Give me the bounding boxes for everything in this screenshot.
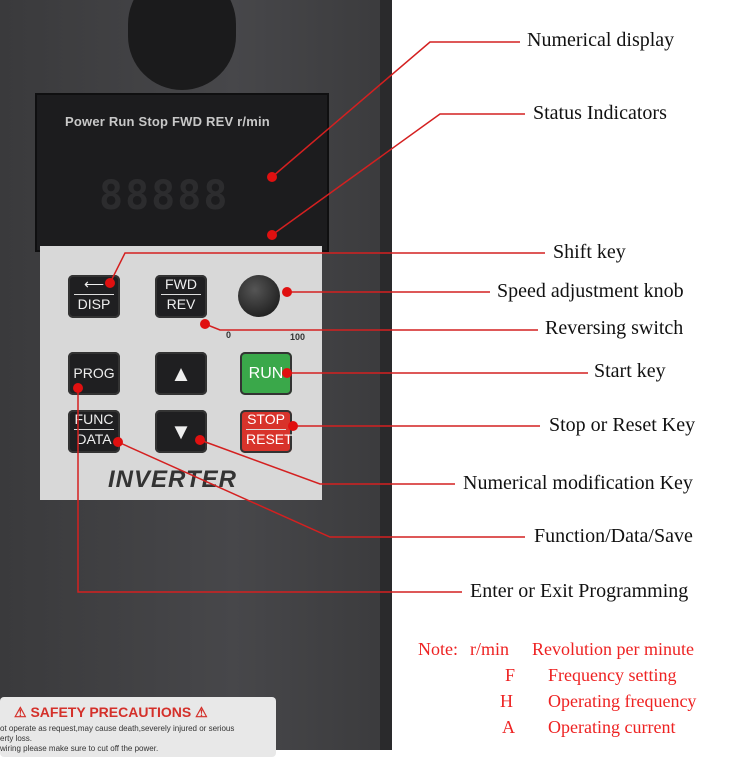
- note-key: H: [500, 691, 513, 711]
- func-data-key[interactable]: FUNC DATA: [68, 410, 120, 453]
- leader-shift-key: [109, 252, 545, 284]
- reset-label: RESET: [246, 429, 293, 447]
- mounting-notch: [128, 0, 236, 90]
- label-start-key: Start key: [594, 360, 666, 382]
- sticker-line: wiring please make sure to cut off the p…: [0, 744, 159, 753]
- leader-modification-key: [199, 439, 455, 485]
- marker-dot: [105, 278, 115, 288]
- knob-min: 0: [226, 330, 232, 340]
- run-key[interactable]: RUN: [240, 352, 292, 395]
- label-shift-key: Shift key: [553, 241, 626, 263]
- disp-label: DISP: [74, 294, 114, 314]
- speed-knob[interactable]: [238, 275, 280, 317]
- safety-sticker: ⚠ SAFETY PRECAUTIONS ⚠ ot operate as req…: [0, 697, 276, 757]
- stop-reset-key[interactable]: STOP RESET: [240, 410, 293, 453]
- label-status-indicators: Status Indicators: [533, 102, 667, 124]
- marker-dot: [267, 172, 277, 182]
- marker-dot: [195, 435, 205, 445]
- sticker-line: ot operate as request,may cause death,se…: [0, 724, 235, 733]
- note-desc: Operating frequency: [548, 691, 697, 711]
- led-digits: 88888: [99, 173, 230, 219]
- data-label: DATA: [74, 429, 114, 449]
- inverter-edge: [380, 0, 392, 750]
- marker-dot: [282, 287, 292, 297]
- marker-dot: [288, 421, 298, 431]
- status-indicators: Power Run Stop FWD REV r/min: [65, 114, 270, 129]
- func-label: FUNC: [74, 411, 114, 427]
- fwd-label: FWD: [165, 276, 197, 292]
- sticker-title: ⚠ SAFETY PRECAUTIONS ⚠: [14, 704, 208, 720]
- note-key: A: [502, 717, 515, 737]
- label-function-data: Function/Data/Save: [534, 525, 693, 547]
- note-key: r/min: [470, 639, 509, 659]
- brand-label: INVERTER: [108, 466, 237, 493]
- label-programming: Enter or Exit Programming: [470, 580, 689, 602]
- down-key[interactable]: ▼: [155, 410, 207, 453]
- up-key[interactable]: ▲: [155, 352, 207, 395]
- stop-label: STOP: [247, 411, 285, 427]
- note-key: F: [505, 665, 516, 685]
- marker-dot: [113, 437, 123, 447]
- note-desc: Operating current: [548, 717, 676, 737]
- leader-function-data: [117, 441, 525, 538]
- note-title: Note:: [418, 639, 458, 659]
- leader-numerical-display: [271, 41, 520, 178]
- label-numerical-display: Numerical display: [527, 29, 675, 51]
- label-stop-reset-key: Stop or Reset Key: [549, 414, 696, 436]
- leader-status-indicators: [271, 113, 525, 236]
- marker-dot: [282, 368, 292, 378]
- note-desc: Frequency setting: [548, 665, 677, 685]
- knob-max: 100: [290, 332, 306, 342]
- leader-reversing-switch: [204, 323, 538, 331]
- note-desc: Revolution per minute: [532, 639, 694, 659]
- label-speed-knob: Speed adjustment knob: [497, 280, 684, 302]
- label-reversing-switch: Reversing switch: [545, 317, 684, 339]
- label-modification-key: Numerical modification Key: [463, 472, 693, 494]
- rev-label: REV: [161, 294, 201, 314]
- marker-dot: [73, 383, 83, 393]
- sticker-title-text: SAFETY PRECAUTIONS: [30, 704, 192, 720]
- fwd-rev-key[interactable]: FWD REV: [155, 275, 207, 318]
- marker-dot: [200, 319, 210, 329]
- sticker-line: erty loss.: [0, 734, 33, 743]
- numerical-display: Power Run Stop FWD REV r/min 88888: [35, 93, 329, 252]
- shift-arrow-icon: ⟵: [83, 276, 105, 292]
- leader-programming: [77, 388, 462, 593]
- marker-dot: [267, 230, 277, 240]
